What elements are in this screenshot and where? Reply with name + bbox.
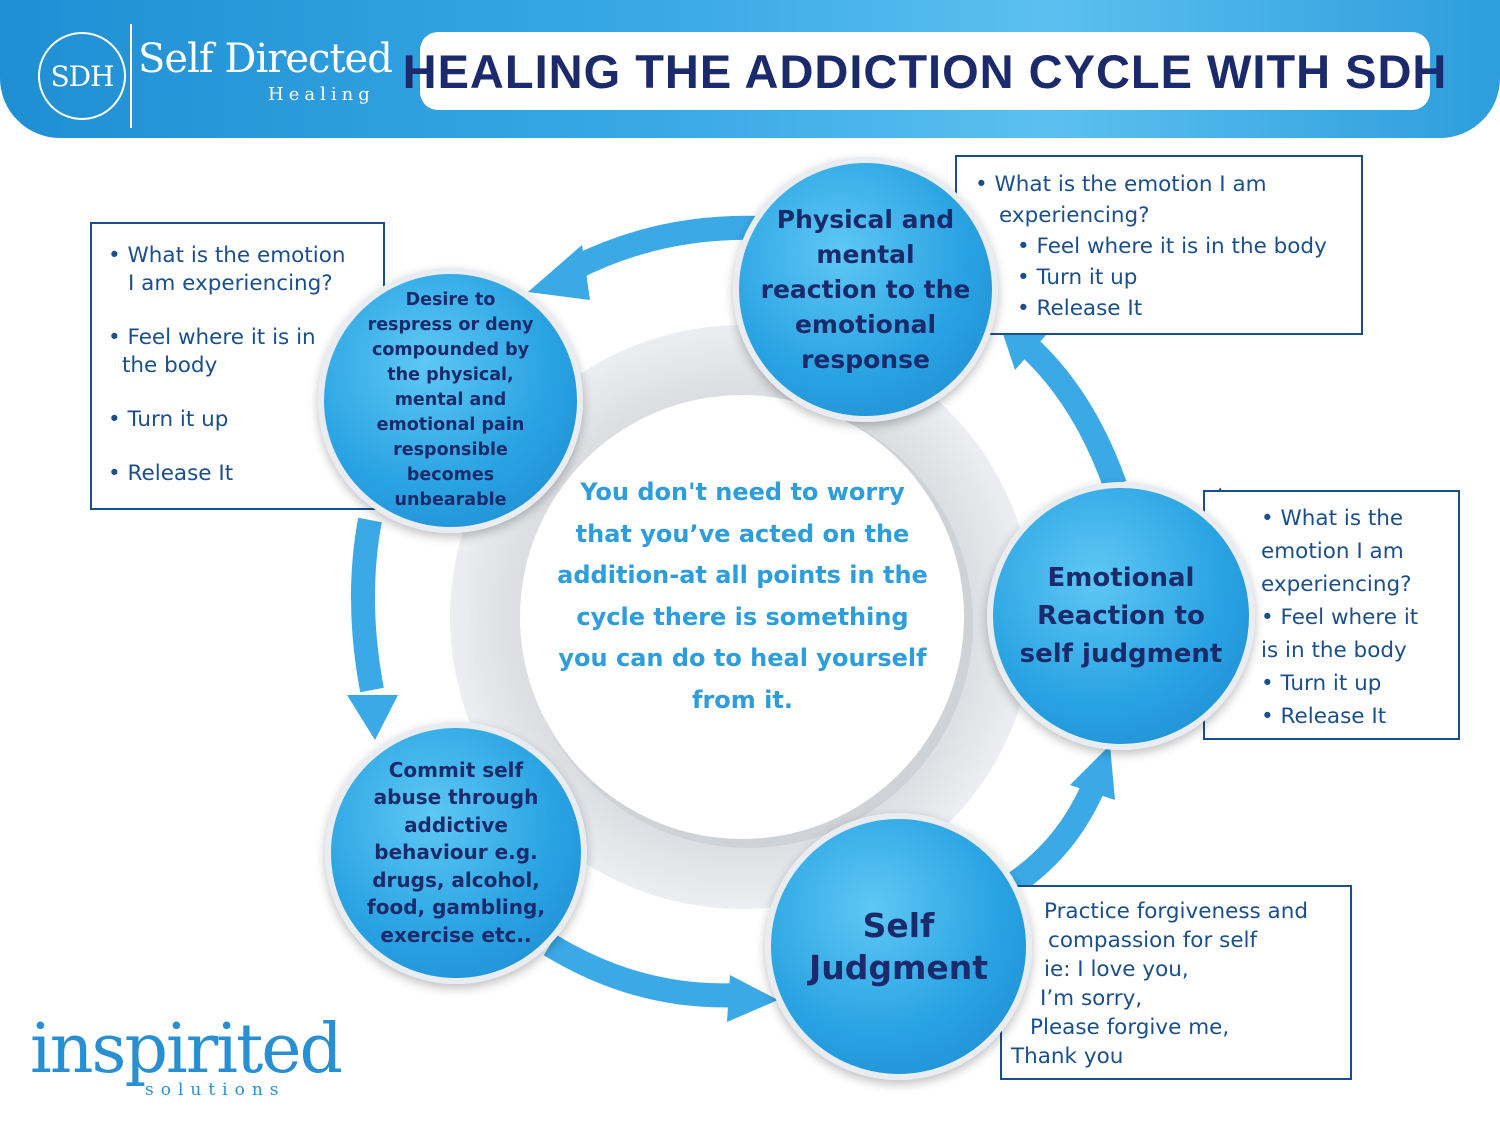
node-line: addictive [404,812,508,837]
node-line: food, gambling, [367,895,545,920]
bottom-right-box-line: Thank you [1011,1044,1124,1069]
right-box-line: • Turn it up [1261,671,1382,696]
left-box-line: • Release It [108,461,234,486]
node-physical-reaction: Physical and mental reaction to the emot… [733,157,998,422]
arrowhead-2 [347,695,398,740]
arrowhead-3 [727,975,778,1022]
top-right-box-line: • Feel where it is in the body [1017,234,1327,259]
node-line: response [801,345,930,374]
logo-subtitle: Healing [268,84,375,105]
arrow-desire-to-commit [351,517,384,693]
left-box-line: • Feel where it is in [108,325,316,350]
node-emotional-reaction: Emotional Reaction to self judgment [987,482,1255,750]
node-line: behaviour e.g. [374,840,538,865]
node-self-judgment: Self Judgment [765,813,1032,1080]
node-line: unbearable [394,490,507,510]
bottom-right-box-line: Practice forgiveness and [1044,899,1309,924]
info-box-right: • What is the emotion I am experiencing?… [1203,490,1460,740]
left-box-line: • What is the emotion [108,243,346,268]
info-box-top-right: • What is the emotion I am experiencing?… [955,155,1363,335]
arrowhead-4 [1070,745,1115,800]
brand-tagline: solutions [145,1080,286,1100]
node-line: Desire to [405,290,496,310]
left-box-line: the body [122,353,218,378]
node-line: mental and [394,390,507,410]
node-line: Physical and [776,205,955,234]
node-line: reaction to the [760,275,971,304]
node-commit-self-abuse: Commit self abuse through addictive beha… [325,722,587,984]
center-message: You don't need to worry that you’ve acte… [557,478,928,714]
right-box-line: • What is the [1261,506,1404,531]
brand-logo: inspirited [30,1010,343,1089]
node-line: Emotional [1047,563,1195,593]
node-line: compounded by [371,340,530,360]
inner-disc [520,395,964,839]
node-line: Self [862,905,935,945]
node-line: self judgment [1019,639,1223,669]
bottom-right-box-line: compassion for self [1048,928,1258,953]
logo-divider [130,24,132,128]
right-box-line: • Release It [1261,704,1387,729]
node-line: respress or deny [367,315,534,335]
info-box-bottom-right: Practice forgiveness and compassion for … [1000,885,1352,1080]
right-box-line: experiencing? [1261,572,1412,597]
arrowhead-1 [528,245,590,300]
node-line: Judgment [808,947,989,987]
node-line: abuse through [373,785,539,810]
title-pill: HEALING THE ADDICTION CYCLE WITH SDH [403,32,1446,110]
bottom-right-box-line: I’m sorry, [1040,986,1143,1011]
node-line: Commit self [388,757,524,782]
right-box-line: emotion I am [1261,539,1404,564]
node-line: becomes [406,465,495,485]
top-right-box-line: experiencing? [999,203,1150,228]
node-line: the physical, [387,365,514,385]
bottom-right-box-line: ie: I love you, [1044,957,1189,982]
arrow-commit-to-judgment [543,934,741,1008]
right-box-line: • Feel where it [1261,605,1419,630]
top-right-box-line: • What is the emotion I am [975,172,1267,197]
left-box-line: • Turn it up [108,407,229,432]
arrow-emotional-to-physical [1021,339,1127,489]
arrow-physical-to-desire [569,215,761,279]
left-box-line: I am experiencing? [128,271,333,296]
node-desire-to-repress: Desire to respress or deny compounded by… [318,268,583,533]
bottom-right-box-line: Please forgive me, [1030,1015,1230,1040]
node-line: drugs, alcohol, [372,867,540,892]
logo-title: Self Directed [138,36,393,82]
node-line: mental [816,240,915,269]
top-right-box-line: • Release It [1017,296,1143,321]
node-line: exercise etc.. [380,922,532,947]
node-line: responsible [393,440,508,460]
arrow-judgment-to-emotional [1005,784,1103,896]
node-line: emotional [794,310,937,339]
page-title: HEALING THE ADDICTION CYCLE WITH SDH [402,44,1448,98]
right-box-line: is in the body [1261,638,1407,663]
node-line: emotional pain [376,415,525,435]
sdh-logo-mark: SDH [38,32,126,120]
node-line: Reaction to [1037,601,1205,631]
top-right-box-line: • Turn it up [1017,265,1138,290]
